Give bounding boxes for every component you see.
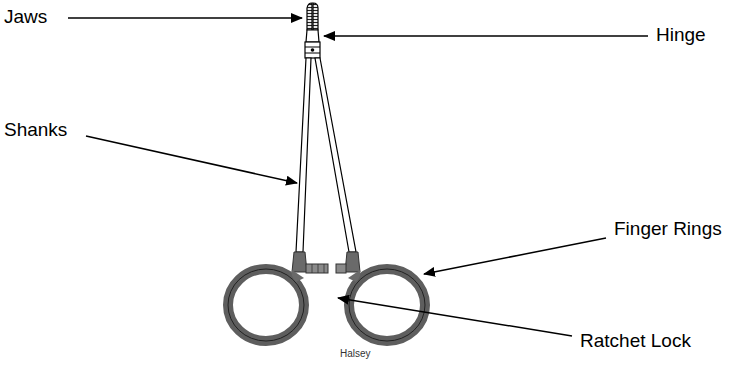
jaws-drawing — [306, 3, 319, 42]
leader-lines — [68, 18, 648, 336]
maker-mark: Halsey — [340, 348, 371, 359]
leader-line — [424, 238, 606, 274]
part-label: Ratchet Lock — [580, 331, 691, 352]
ratchet-lock-drawing — [306, 264, 346, 273]
part-label: Finger Rings — [614, 219, 722, 240]
part-label: Hinge — [656, 25, 706, 46]
leader-line — [86, 136, 297, 183]
leader-line — [338, 298, 572, 336]
hinge-drawing — [305, 42, 320, 58]
finger-rings-drawing — [228, 252, 425, 341]
shanks-drawing — [296, 58, 356, 252]
part-label: Jaws — [4, 7, 47, 28]
leader-line — [68, 17, 302, 19]
leader-line — [324, 35, 648, 37]
part-label: Shanks — [4, 120, 67, 141]
